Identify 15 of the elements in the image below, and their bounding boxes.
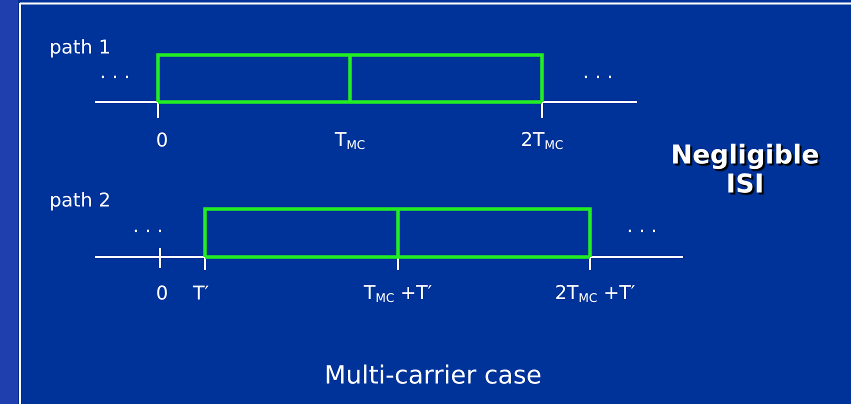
tick-label: 2T$_{MC}$ xyxy=(520,130,564,152)
ellipsis: · · · xyxy=(132,222,164,242)
tick-label: 0 xyxy=(156,130,168,152)
note: Negligible ISI xyxy=(670,141,820,199)
tick-label: 0 xyxy=(156,284,168,304)
tick-label: T$_{MC}$ +T′ xyxy=(364,282,432,306)
path-label: path 1 xyxy=(49,38,111,58)
caption: Multi-carrier case xyxy=(324,361,542,389)
path-label: path 2 xyxy=(49,190,111,212)
tick-label: 2T$_{MC}$ +T′ xyxy=(554,282,636,306)
ellipsis: · · · xyxy=(582,68,614,88)
tick-label: T′ xyxy=(193,284,209,304)
ellipsis: · · · xyxy=(100,68,130,88)
tick-label: T$_{MC}$ xyxy=(334,130,366,152)
ellipsis: · · · xyxy=(626,222,658,242)
